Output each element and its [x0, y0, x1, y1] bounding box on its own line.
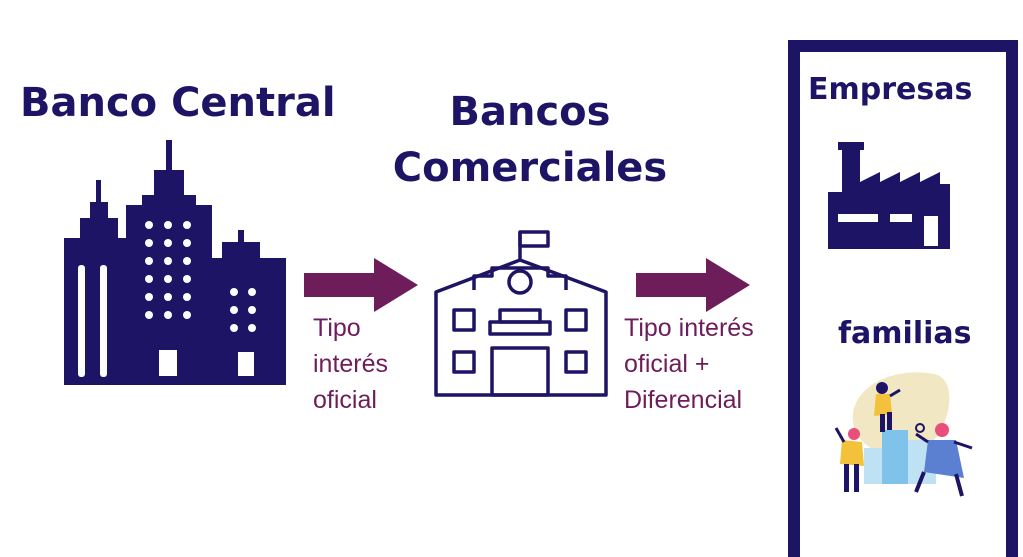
arrow1-label-line: interés: [313, 350, 389, 378]
arrow2-label: Tipo interés oficial + Diferencial: [624, 310, 754, 418]
bank-icon: [434, 228, 608, 398]
empresas-familias-panel: [788, 40, 1018, 557]
bancos-comerciales-line2: Comerciales: [392, 145, 668, 191]
arrow1-label-line: Tipo: [313, 314, 361, 342]
arrow2-label-line: Tipo interés: [624, 314, 754, 342]
banco-central-title: Banco Central: [20, 80, 336, 126]
familias-title: familias: [838, 316, 972, 351]
arrow2-label-line: oficial +: [624, 350, 710, 378]
arrow2-label-line: Diferencial: [624, 386, 743, 414]
arrow1-label-line: oficial: [313, 386, 377, 414]
empresas-title: Empresas: [808, 72, 973, 107]
arrow1-label: Tipo interés oficial: [313, 310, 388, 418]
family-illustration: [824, 368, 980, 508]
buildings-icon: [62, 140, 288, 385]
factory-icon: [828, 142, 952, 250]
arrow-right-1: [304, 258, 420, 312]
bancos-comerciales-line1: Bancos: [449, 89, 611, 135]
arrow-right-2: [636, 258, 752, 312]
bancos-comerciales-title: Bancos Comerciales: [380, 84, 680, 196]
